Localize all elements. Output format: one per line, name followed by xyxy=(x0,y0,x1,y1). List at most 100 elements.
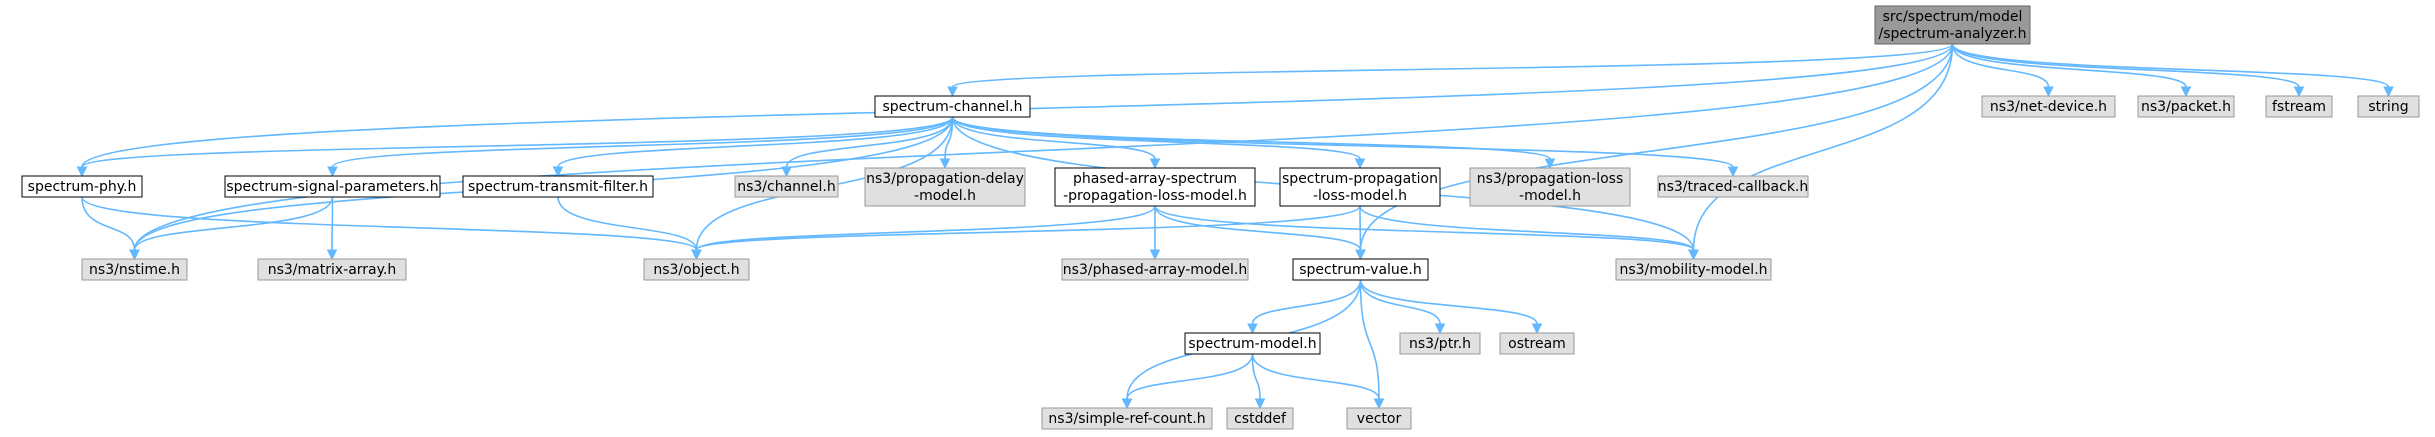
node-box-simpleref xyxy=(1041,407,1213,430)
arrowhead-phased-to-phasedmodel xyxy=(1149,249,1161,261)
node-proploss[interactable]: spectrum-propagation-loss-model.h xyxy=(1279,167,1441,207)
arrowhead-channel-to-sigparams xyxy=(327,166,338,178)
arrowhead-channel-to-traced xyxy=(1727,166,1739,178)
node-string: string xyxy=(2357,95,2420,118)
node-label-nsproploss-line-1: -model.h xyxy=(1519,188,1581,204)
edge-proploss-to-object xyxy=(695,205,1361,251)
node-packet: ns3/packet.h xyxy=(2137,95,2235,118)
edge-channel-to-proploss xyxy=(951,116,1361,160)
arrowhead-channel-to-phy xyxy=(76,166,88,178)
node-box-string xyxy=(2357,95,2420,118)
node-label-root-line-0: src/spectrum/model xyxy=(1883,9,2023,25)
edge-phy-to-object xyxy=(81,196,698,251)
node-box-packet xyxy=(2137,95,2235,118)
edge-value-to-ostream xyxy=(1359,279,1538,325)
node-label-chan-line-0: ns3/channel.h xyxy=(737,179,836,195)
node-label-object-line-0: ns3/object.h xyxy=(653,262,739,278)
node-label-mobility-line-0: ns3/mobility-model.h xyxy=(1619,262,1767,278)
arrowhead-model-to-simpleref xyxy=(1121,398,1133,410)
node-root[interactable]: src/spectrum/model/spectrum-analyzer.h xyxy=(1874,5,2031,45)
node-box-vector xyxy=(1346,407,1412,430)
edge-channel-to-txfilter xyxy=(557,116,954,168)
node-box-ostream xyxy=(1499,332,1575,355)
edge-channel-to-sigparams xyxy=(331,116,954,168)
edge-phy-to-nstime xyxy=(81,196,136,251)
arrowhead-proploss-to-mobility xyxy=(1688,249,1699,261)
edge-channel-to-phy xyxy=(81,116,954,168)
edge-value-to-model xyxy=(1251,279,1362,325)
edge-value-to-ptr xyxy=(1359,279,1441,325)
edge-root-to-channel xyxy=(951,43,1954,88)
node-ptr: ns3/ptr.h xyxy=(1399,332,1481,355)
node-label-ptr-line-0: ns3/ptr.h xyxy=(1409,336,1471,352)
node-box-value xyxy=(1292,258,1429,281)
edges-layer xyxy=(76,43,2394,410)
edge-proploss-to-value xyxy=(1359,205,1362,251)
node-value[interactable]: spectrum-value.h xyxy=(1292,258,1429,281)
node-object: ns3/object.h xyxy=(643,258,750,281)
node-box-propdelay xyxy=(864,167,1026,207)
node-nsproploss: ns3/propagation-loss-model.h xyxy=(1469,167,1631,207)
node-label-root-line-1: /spectrum-analyzer.h xyxy=(1879,26,2027,42)
node-box-phased xyxy=(1054,167,1256,207)
edge-root-to-packet xyxy=(1951,43,2187,88)
edge-model-to-vector xyxy=(1251,353,1380,400)
node-label-phy-line-0: spectrum-phy.h xyxy=(28,179,137,195)
node-label-simpleref-line-0: ns3/simple-ref-count.h xyxy=(1048,411,1205,427)
edge-sigparams-to-nstime xyxy=(133,196,334,251)
edge-channel-to-phased xyxy=(951,116,1156,160)
edge-phased-to-value xyxy=(1154,205,1362,251)
node-fstream: fstream xyxy=(2265,95,2333,118)
arrowhead-root-to-channel xyxy=(947,86,958,98)
node-phy[interactable]: spectrum-phy.h xyxy=(21,175,143,198)
arrowhead-root-to-packet xyxy=(2180,86,2192,98)
edge-model-to-cstddef xyxy=(1251,353,1261,400)
arrowhead-sigparams-to-matrix xyxy=(326,249,338,261)
node-box-fstream xyxy=(2265,95,2333,118)
node-box-chan xyxy=(734,175,839,198)
node-label-propdelay-line-1: -model.h xyxy=(914,188,976,204)
arrowhead-channel-to-nsproploss xyxy=(1544,158,1556,170)
node-label-string-line-0: string xyxy=(2368,99,2408,115)
edge-phased-to-object xyxy=(695,205,1156,251)
arrowhead-sigparams-to-nstime xyxy=(129,249,140,261)
node-label-channel-line-0: spectrum-channel.h xyxy=(882,99,1022,115)
node-box-model xyxy=(1184,332,1321,355)
node-channel[interactable]: spectrum-channel.h xyxy=(874,95,1031,118)
edge-model-to-simpleref xyxy=(1126,353,1254,400)
node-box-mobility xyxy=(1615,258,1772,281)
arrowhead-proploss-to-object xyxy=(691,249,702,261)
node-traced: ns3/traced-callback.h xyxy=(1657,175,1809,198)
edge-txfilter-to-object xyxy=(557,196,698,251)
node-label-propdelay-line-0: ns3/propagation-delay xyxy=(866,171,1024,187)
arrowhead-value-to-ostream xyxy=(1531,323,1543,335)
node-box-sigparams xyxy=(224,175,441,198)
node-box-ptr xyxy=(1399,332,1481,355)
node-ostream: ostream xyxy=(1499,332,1575,355)
node-simpleref: ns3/simple-ref-count.h xyxy=(1041,407,1213,430)
node-model[interactable]: spectrum-model.h xyxy=(1184,332,1321,355)
node-label-txfilter-line-0: spectrum-transmit-filter.h xyxy=(468,179,648,195)
arrowhead-value-to-ptr xyxy=(1434,323,1446,335)
node-box-phy xyxy=(21,175,143,198)
node-cstddef: cstddef xyxy=(1226,407,1294,430)
node-label-matrix-line-0: ns3/matrix-array.h xyxy=(268,262,397,278)
node-matrix: ns3/matrix-array.h xyxy=(257,258,407,281)
node-vector: vector xyxy=(1346,407,1412,430)
edge-channel-to-chan xyxy=(785,116,954,168)
node-sigparams[interactable]: spectrum-signal-parameters.h xyxy=(224,175,441,198)
node-box-matrix xyxy=(257,258,407,281)
edge-root-to-nstime xyxy=(133,43,1954,251)
node-txfilter[interactable]: spectrum-transmit-filter.h xyxy=(462,175,654,198)
edge-root-to-fstream xyxy=(1951,43,2300,88)
node-netdev: ns3/net-device.h xyxy=(1981,95,2116,118)
node-phased[interactable]: phased-array-spectrum-propagation-loss-m… xyxy=(1054,167,1256,207)
edge-channel-to-traced xyxy=(951,116,1734,168)
node-label-value-line-0: spectrum-value.h xyxy=(1299,262,1422,278)
node-label-ostream-line-0: ostream xyxy=(1508,336,1566,352)
edge-root-to-netdev xyxy=(1951,43,2050,88)
node-label-vector-line-0: vector xyxy=(1357,411,1402,427)
edge-root-to-mobility xyxy=(1692,43,1954,251)
node-box-cstddef xyxy=(1226,407,1294,430)
